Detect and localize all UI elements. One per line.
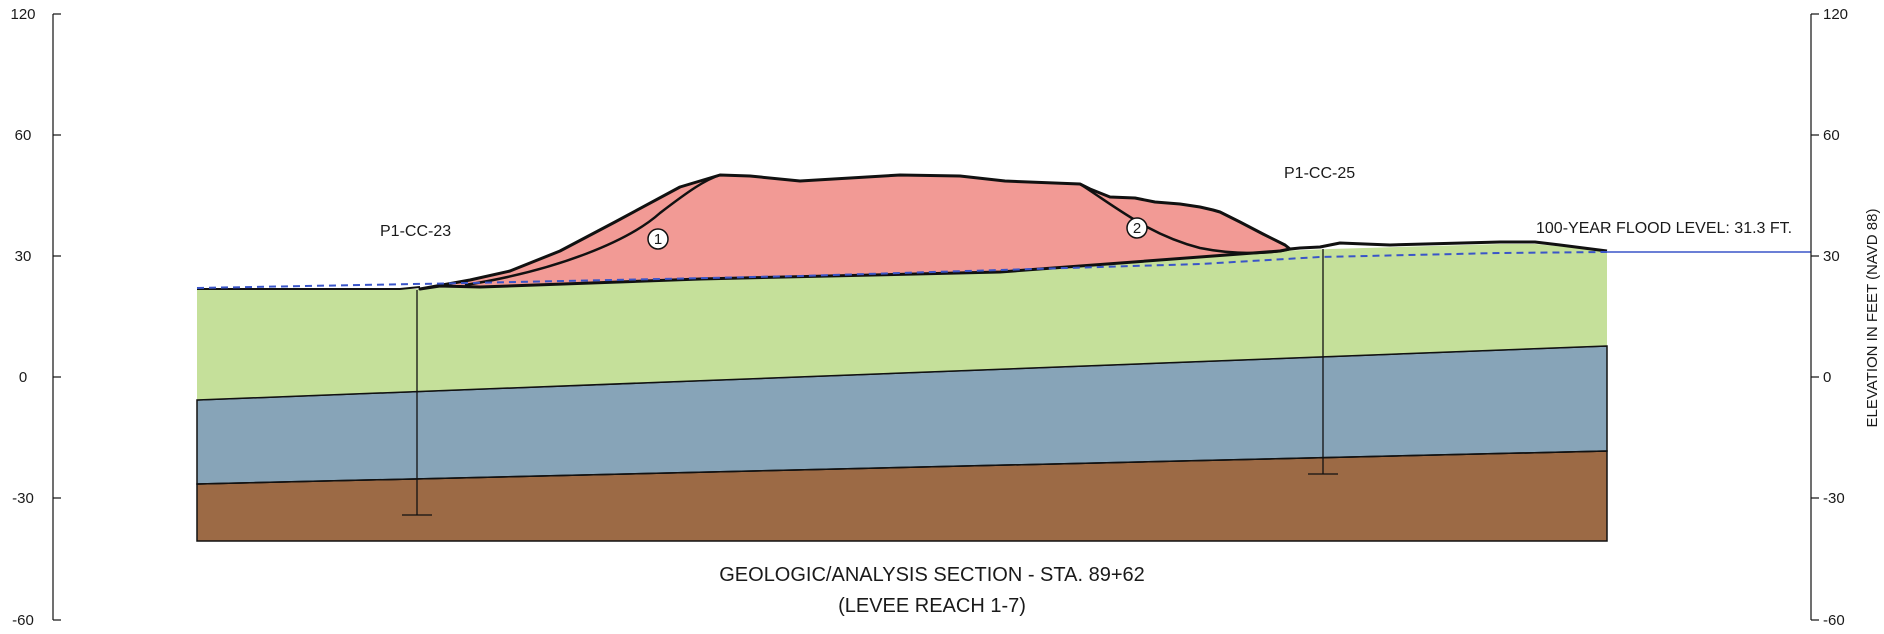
right-tick-30: 30 — [1823, 248, 1840, 265]
ground-surface-left — [197, 286, 421, 290]
right-axis-title: ELEVATION IN FEET (NAVD 88) — [1864, 209, 1881, 428]
slip-surface-2 — [1079, 182, 1291, 255]
upper-soil-layer — [197, 244, 1607, 400]
boring-p1-cc-23 — [402, 290, 432, 516]
levee-foundation-line — [439, 250, 1281, 288]
boring-label-p1-cc-25: P1-CC-25 — [1284, 165, 1355, 182]
left-tick-neg60: -60 — [12, 612, 34, 629]
layer-boundary-lower — [196, 450, 1608, 485]
right-tick-60: 60 — [1823, 127, 1840, 144]
left-tick-60: 60 — [15, 127, 32, 144]
left-elevation-axis — [52, 13, 61, 621]
right-tick-neg60: -60 — [1823, 612, 1845, 629]
left-tick-0: 0 — [19, 369, 27, 386]
slip-marker-2-label: 2 — [1133, 220, 1141, 237]
layer-boundary-upper — [196, 345, 1608, 401]
section-subtitle: (LEVEE REACH 1-7) — [838, 595, 1026, 617]
left-tick-30: 30 — [15, 248, 32, 265]
boring-label-p1-cc-23: P1-CC-23 — [380, 223, 451, 240]
flood-level-dashed-line — [196, 251, 1608, 289]
right-tick-0: 0 — [1823, 369, 1831, 386]
right-elevation-axis — [1810, 13, 1819, 621]
left-tick-120: 120 — [10, 6, 35, 23]
right-tick-120: 120 — [1823, 6, 1848, 23]
left-tick-neg30: -30 — [12, 490, 34, 507]
ground-surface-right — [1289, 240, 1608, 253]
section-title: GEOLOGIC/ANALYSIS SECTION - STA. 89+62 — [719, 564, 1145, 586]
slip-surface-1 — [464, 173, 721, 287]
flood-level-label: 100-YEAR FLOOD LEVEL: 31.3 FT. — [1536, 220, 1792, 237]
right-tick-neg30: -30 — [1823, 490, 1845, 507]
slip-marker-1: 1 — [647, 228, 669, 250]
slip-marker-1-label: 1 — [654, 231, 662, 248]
boring-p1-cc-25 — [1308, 249, 1338, 475]
slip-marker-2: 2 — [1126, 217, 1148, 239]
